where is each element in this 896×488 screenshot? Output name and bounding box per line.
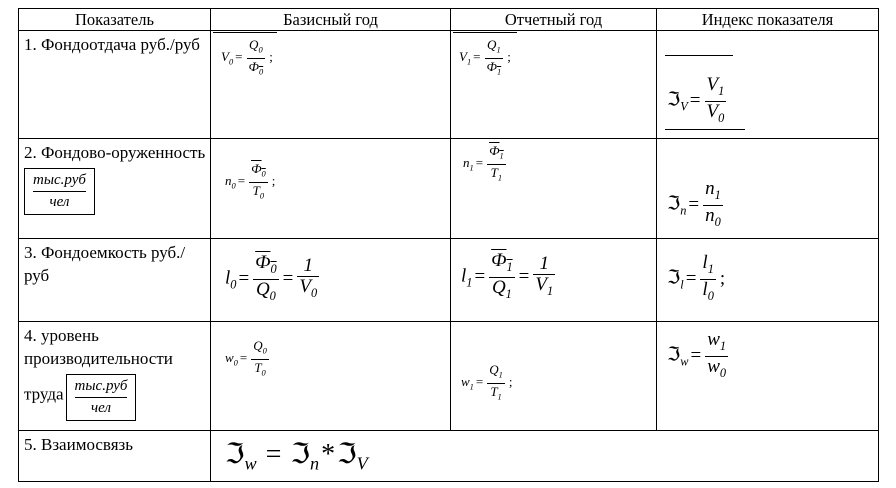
label-capital-intensity: 3. Фондоемкость руб./руб	[18, 238, 211, 322]
indicators-table: Показатель Базисный год Отчетный год Инд…	[18, 8, 879, 482]
label-capital-productivity: 1. Фондоотдача руб./руб	[18, 30, 211, 139]
table-row: 5. Взаимосвязь ℑw = ℑn*ℑV	[18, 430, 879, 482]
formula-relationship: ℑw = ℑn*ℑV	[225, 437, 368, 474]
header-indicator: Показатель	[18, 8, 211, 31]
header-base-year: Базисный год	[210, 8, 451, 31]
cell-relationship: ℑw = ℑn*ℑV	[210, 430, 879, 482]
header-report-year: Отчетный год	[450, 8, 657, 31]
header-index: Индекс показателя	[656, 8, 879, 31]
header-row: Показатель Базисный год Отчетный год Инд…	[18, 8, 879, 31]
label-relationship: 5. Взаимосвязь	[18, 430, 211, 482]
